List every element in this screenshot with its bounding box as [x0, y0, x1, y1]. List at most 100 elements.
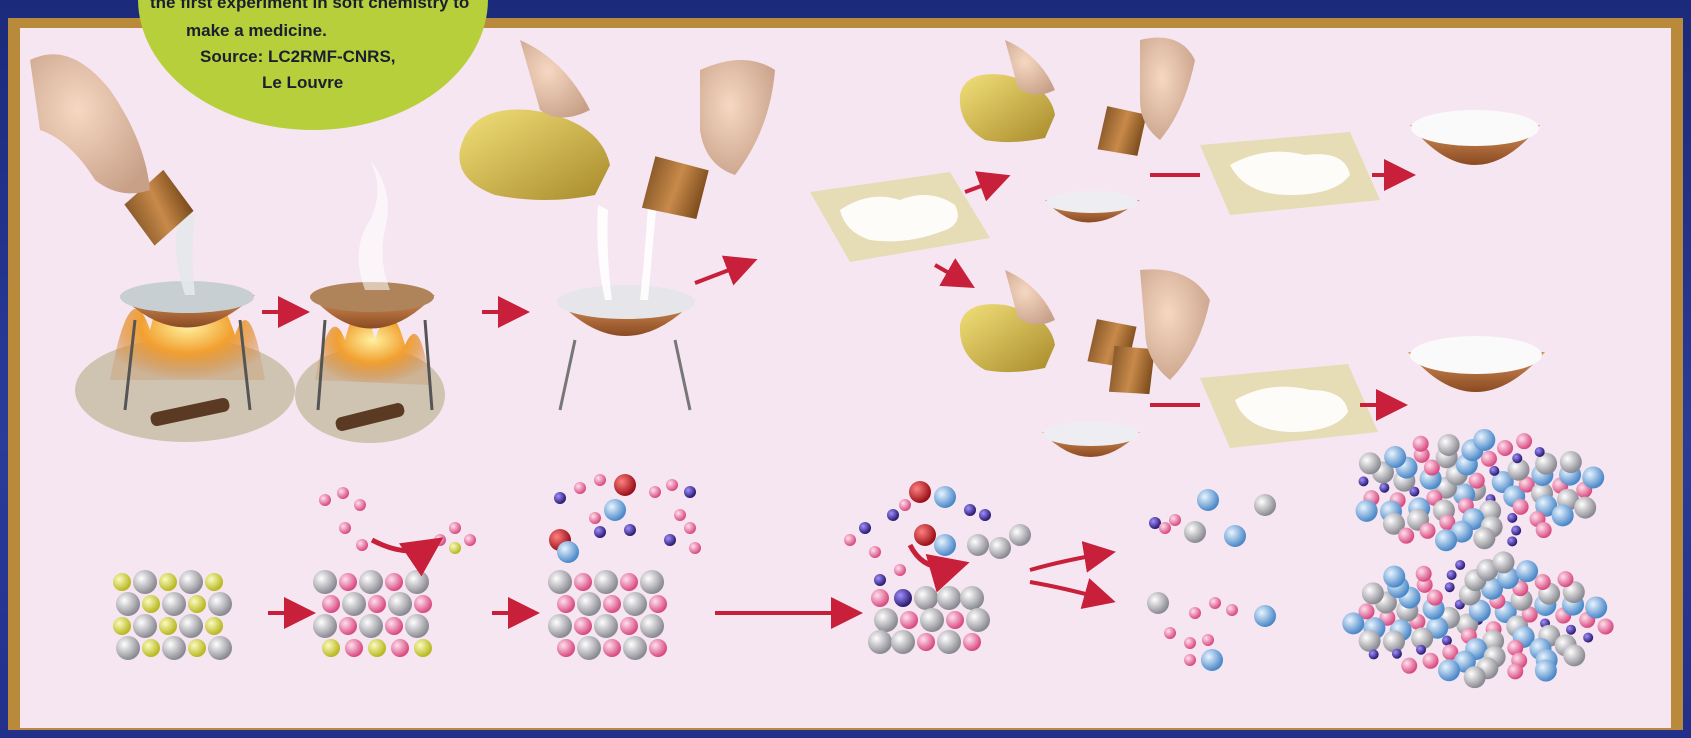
- atom-icon: [649, 639, 667, 657]
- atom-icon: [1445, 582, 1455, 592]
- atom-icon: [188, 595, 206, 613]
- atom-icon: [1492, 551, 1514, 573]
- branch-a-precipitation: [960, 38, 1540, 223]
- atom-icon: [1401, 658, 1417, 674]
- atom-icon: [208, 636, 232, 660]
- atom-icon: [1447, 570, 1457, 580]
- atom-icon: [868, 630, 892, 654]
- atom-icon: [594, 614, 618, 638]
- atom-icon: [1423, 653, 1439, 669]
- atom-icon: [967, 534, 989, 556]
- atom-icon: [337, 487, 349, 499]
- atom-icon: [1362, 582, 1384, 604]
- atom-icon: [205, 573, 223, 591]
- atom-icon: [554, 492, 566, 504]
- arrow-icon: [1030, 553, 1108, 570]
- atom-icon: [594, 570, 618, 594]
- atom-icon: [909, 481, 931, 503]
- callout-source-2: Le Louvre: [262, 72, 343, 94]
- atom-icon: [874, 608, 898, 632]
- atom-icon: [133, 614, 157, 638]
- atom-icon: [989, 537, 1011, 559]
- atom-icon: [1582, 466, 1604, 488]
- atom-icon: [859, 522, 871, 534]
- atom-icon: [1384, 446, 1406, 468]
- atom-icon: [623, 636, 647, 660]
- arrow-icon: [372, 540, 435, 551]
- atom-icon: [548, 570, 572, 594]
- arrow-icon: [935, 265, 968, 284]
- atom-icon: [1489, 466, 1499, 476]
- atom-icon: [162, 636, 186, 660]
- atom-icon: [414, 639, 432, 657]
- atom-icon: [1516, 560, 1538, 582]
- callout-source: Source: LC2RMF-CNRS,: [200, 46, 396, 68]
- atom-icon: [937, 586, 961, 610]
- atom-icon: [1481, 451, 1497, 467]
- branch-b-precipitation: [960, 269, 1545, 457]
- atom-icon: [1197, 489, 1219, 511]
- atom-icon: [894, 589, 912, 607]
- atom-icon: [159, 573, 177, 591]
- atom-icon: [208, 592, 232, 616]
- atom-icon: [368, 639, 386, 657]
- atom-icon: [414, 595, 432, 613]
- callout-line-1: the first experiment in soft chemistry t…: [150, 0, 469, 14]
- atom-icon: [620, 617, 638, 635]
- atom-icon: [1202, 634, 1214, 646]
- arrow-icon: [695, 262, 750, 283]
- atom-icon: [142, 639, 160, 657]
- atom-icon: [1369, 649, 1379, 659]
- atom-icon: [1563, 644, 1585, 666]
- atom-icon: [1224, 525, 1246, 547]
- atom-icon: [1497, 440, 1513, 456]
- atom-icon: [1438, 434, 1460, 456]
- atom-icon: [964, 504, 976, 516]
- atom-icon: [674, 509, 686, 521]
- atom-icon: [313, 570, 337, 594]
- callout-line-2: make a medicine.: [186, 20, 327, 42]
- atom-icon: [594, 474, 606, 486]
- atom-icon: [142, 595, 160, 613]
- atom-icon: [844, 534, 856, 546]
- atom-icon: [624, 524, 636, 536]
- atom-icon: [1473, 527, 1495, 549]
- atom-icon: [1159, 522, 1171, 534]
- atom-icon: [899, 499, 911, 511]
- atom-icon: [385, 617, 403, 635]
- atom-icon: [1359, 452, 1381, 474]
- atom-icon: [1557, 571, 1573, 587]
- atom-icon: [342, 592, 366, 616]
- atom-icon: [388, 592, 412, 616]
- atom-icon: [1516, 433, 1532, 449]
- atom-icon: [313, 614, 337, 638]
- atom-icon: [620, 573, 638, 591]
- atom-icon: [917, 633, 935, 651]
- atom-icon: [1560, 451, 1582, 473]
- atom-icon: [113, 617, 131, 635]
- atom-icon: [946, 611, 964, 629]
- atom-icon: [339, 522, 351, 534]
- atom-icon: [934, 534, 956, 556]
- steam: [359, 160, 390, 290]
- atom-icon: [464, 534, 476, 546]
- atom-icon: [1147, 592, 1169, 614]
- atom-icon: [1438, 659, 1460, 681]
- atom-icon: [640, 570, 664, 594]
- atom-icon: [623, 592, 647, 616]
- atom-icon: [1342, 612, 1364, 634]
- atom-icon: [368, 595, 386, 613]
- atom-icon: [1169, 514, 1181, 526]
- atom-icon: [689, 542, 701, 554]
- atom-icon: [887, 509, 899, 521]
- atom-icon: [1535, 660, 1557, 682]
- atom-icon: [604, 499, 626, 521]
- atom-icon: [1254, 605, 1276, 627]
- atom-icon: [1552, 504, 1574, 526]
- atom-icon: [684, 486, 696, 498]
- atom-icon: [1598, 618, 1614, 634]
- atom-icon: [449, 542, 461, 554]
- atom-icon: [664, 534, 676, 546]
- atom-icon: [1379, 483, 1389, 493]
- atom-icon: [339, 617, 357, 635]
